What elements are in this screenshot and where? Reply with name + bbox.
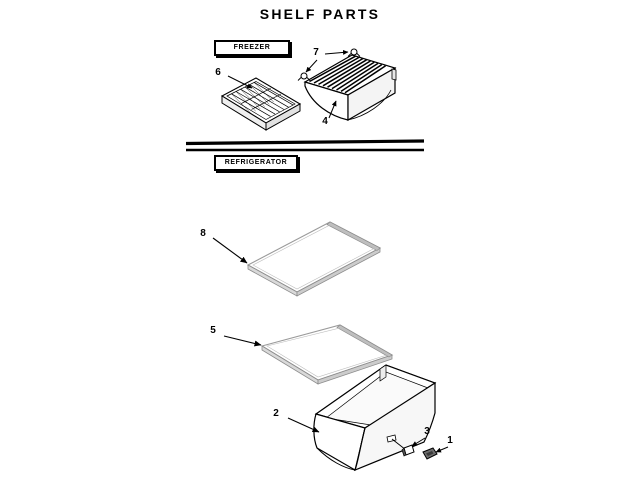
callout-number-3: 3 [424, 426, 430, 437]
leader-line-1 [435, 446, 449, 453]
leader-line-6 [227, 75, 253, 89]
section-label-refrigerator: REFRIGERATOR [214, 155, 298, 171]
leader-line-8 [212, 237, 248, 264]
callout-number-6: 6 [215, 67, 221, 78]
section-label-freezer: FREEZER [214, 40, 290, 56]
leader-line-4 [328, 100, 337, 119]
leader-line-3 [411, 437, 426, 447]
part-bin-stop-clip [391, 438, 415, 457]
leader-line-5 [223, 335, 262, 347]
page-title: SHELF PARTS [259, 6, 381, 22]
leader-line-7-right [324, 49, 349, 55]
callout-number-7: 7 [313, 47, 319, 58]
callout-number-2: 2 [273, 408, 279, 419]
part-shelf-clip-right [347, 48, 361, 57]
callout-number-8: 8 [200, 228, 206, 239]
callout-number-1: 1 [447, 435, 453, 446]
part-ice-cube-tray [220, 75, 302, 131]
part-shelf-clip-left [297, 72, 311, 81]
callout-number-5: 5 [210, 325, 216, 336]
part-bin-end-cap [422, 447, 438, 460]
part-crisper-bin [287, 364, 437, 472]
part-crisper-cover-shelf [223, 324, 394, 385]
section-divider-upper [185, 139, 425, 146]
leader-line-7-left [305, 59, 318, 73]
callout-number-4: 4 [322, 116, 328, 127]
leader-line-2 [287, 417, 320, 433]
part-wire-shelf [297, 48, 397, 122]
part-glass-shelf-upper [212, 221, 382, 297]
